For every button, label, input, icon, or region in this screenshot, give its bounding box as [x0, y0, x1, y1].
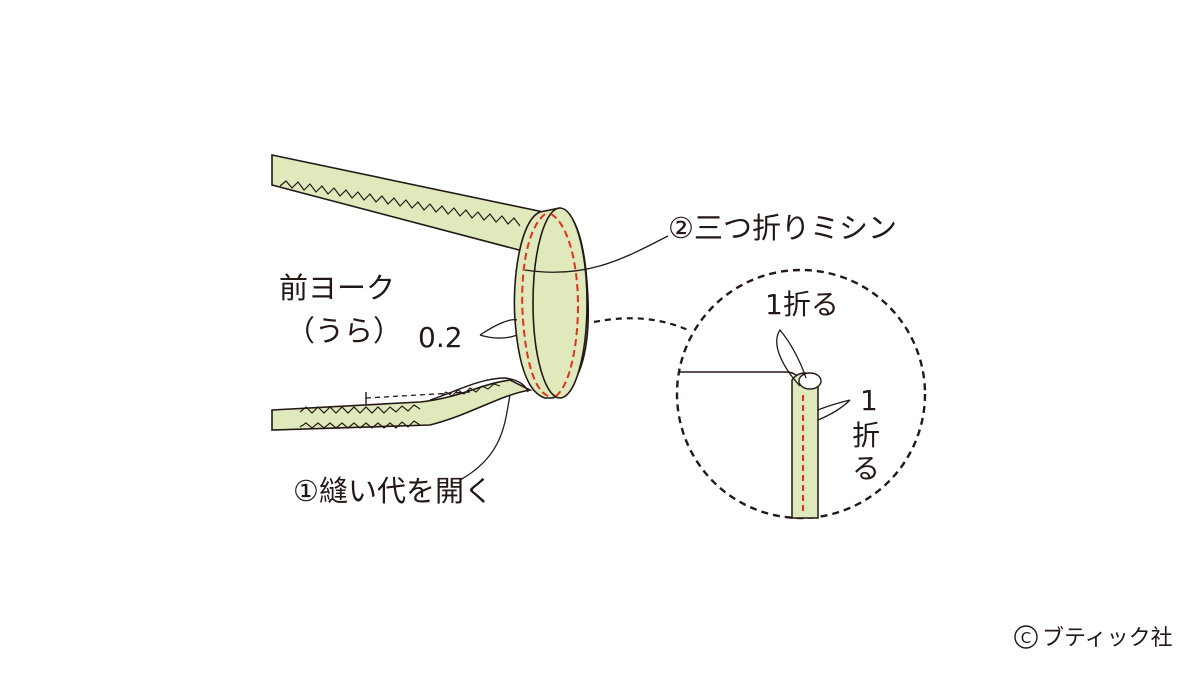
allowance-label: 0.2: [418, 321, 463, 354]
lower-fabric-strip: [271, 377, 533, 431]
reverse-side-label: （うら）: [286, 314, 402, 348]
front-yoke-label: 前ヨーク: [279, 271, 395, 305]
step2-label: ②三つ折りミシン: [668, 211, 897, 245]
fold-top-label: 1折る: [765, 288, 839, 321]
copyright-symbol: C: [1021, 629, 1031, 647]
fold-side-char2: る: [852, 452, 880, 485]
copyright-icon: [1014, 625, 1038, 649]
upper-zigzag-overlock: [279, 180, 521, 227]
detail-circle: [675, 268, 927, 520]
upper-fabric-strip: [271, 154, 549, 256]
step1-label: ①縫い代を開く: [293, 474, 493, 508]
lower-zigzag-overlock: [299, 404, 421, 414]
publisher-name: ブティック社: [1042, 626, 1173, 651]
detail-connector: [593, 317, 689, 332]
leader-lines: [459, 235, 669, 481]
hem-roll: [513, 207, 590, 399]
fold-side-char1: 折: [852, 419, 880, 452]
hem-stitch-line: [521, 213, 549, 397]
copyright-credit: C ブティック社: [1014, 625, 1173, 651]
fold-side-number: 1: [860, 384, 878, 417]
